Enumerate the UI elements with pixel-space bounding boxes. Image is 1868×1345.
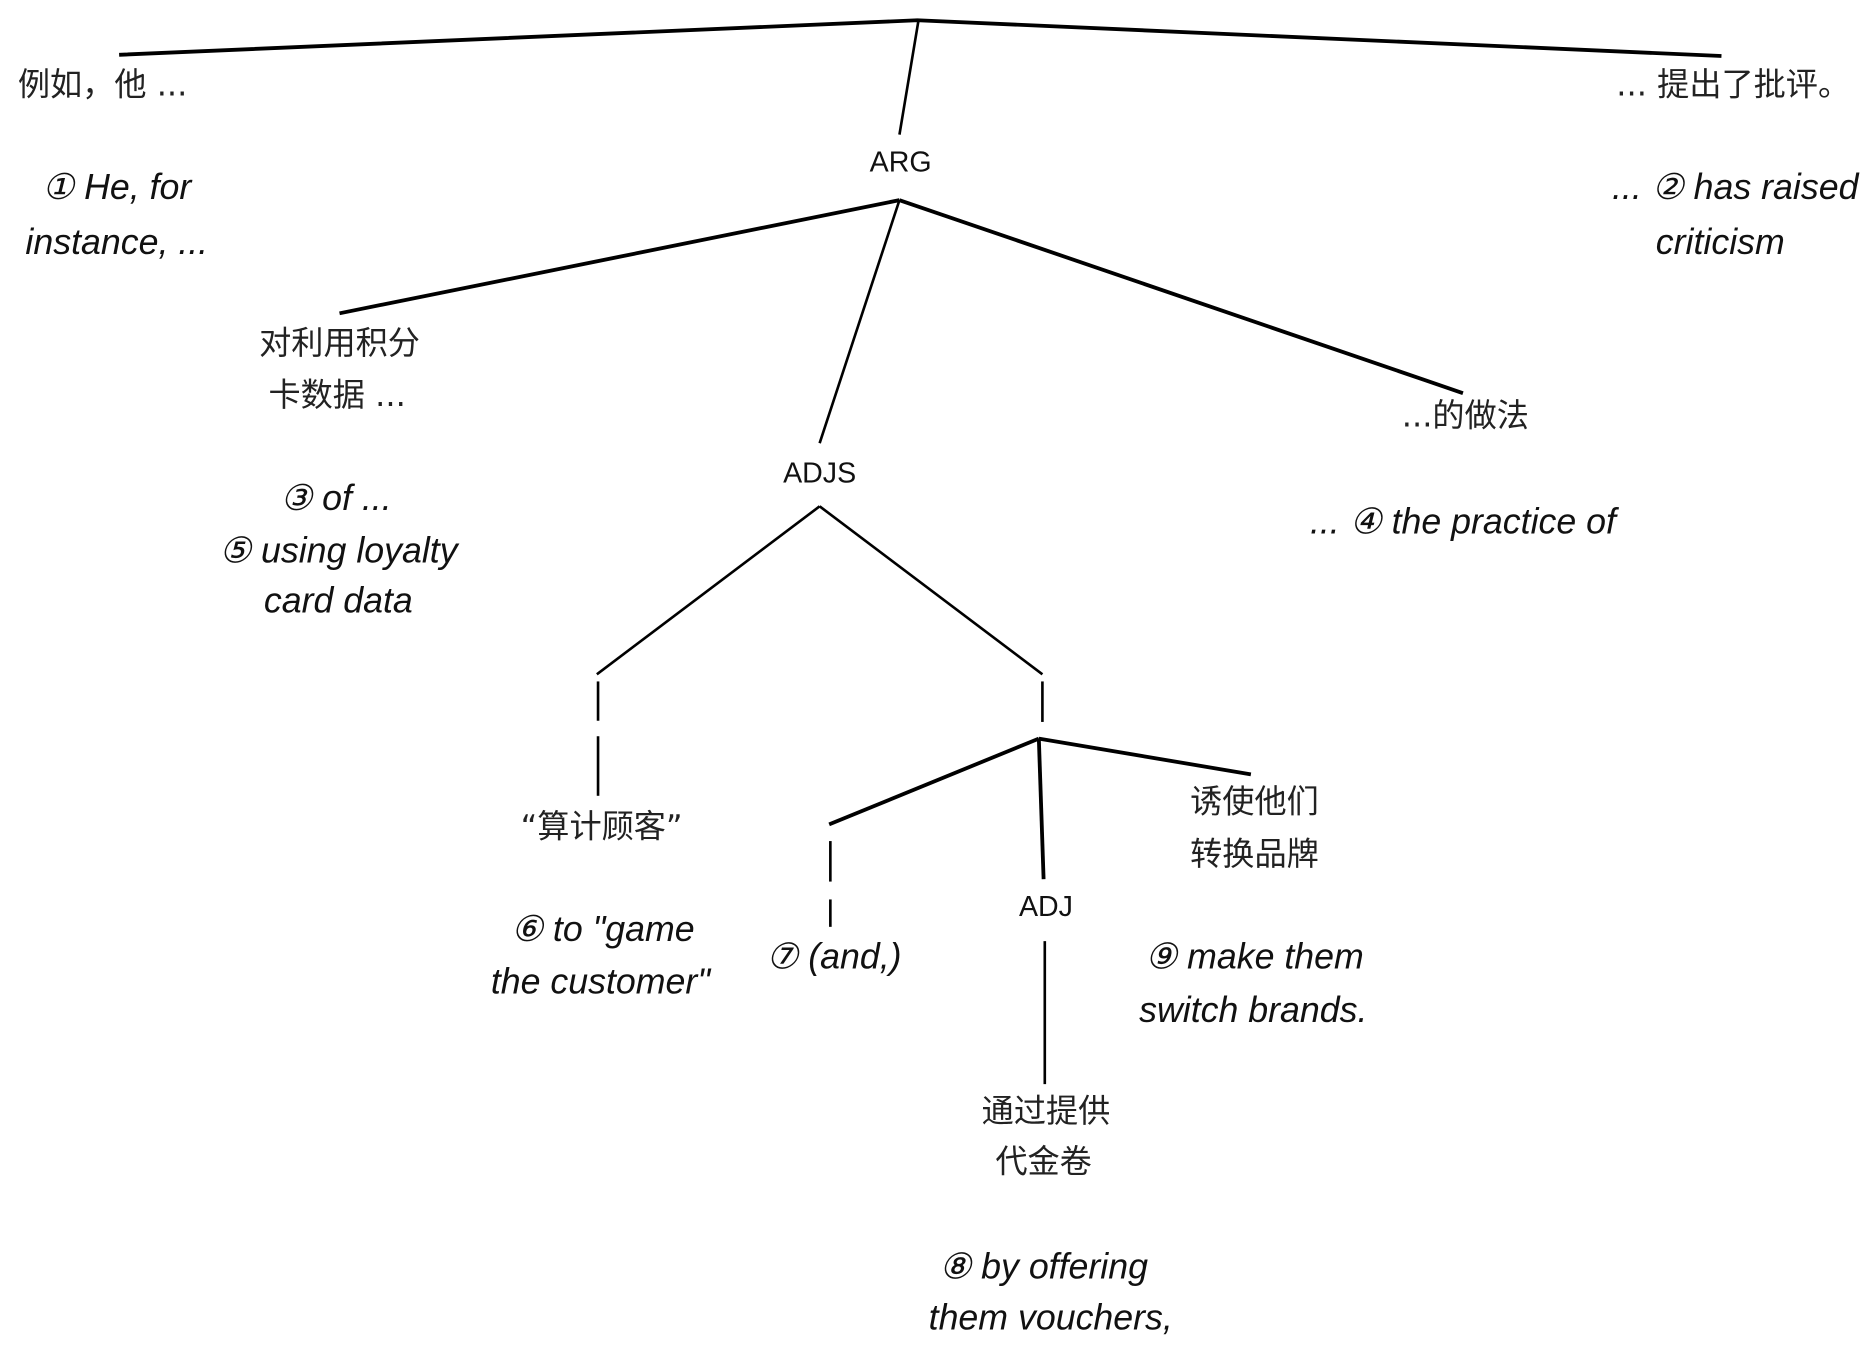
branch-to-adj-edge (1036, 738, 1046, 880)
segment-6: “算计顾客” ⑥ to "game the customer" (491, 807, 711, 1001)
branch-to-and-edge (828, 736, 1040, 827)
segment-4: ...的做法 ... ④ the practice of (1310, 396, 1620, 541)
segment-en: card data (264, 580, 413, 620)
segment-zh: 代金卷 (995, 1142, 1091, 1180)
segment-en: instance, ... (25, 222, 208, 262)
segment-zh: “算计顾客” (521, 807, 683, 845)
segment-en: ③ of ... (280, 478, 391, 518)
node-label-adj: ADJ (1019, 891, 1073, 923)
segment-en: ⑧ by offering (939, 1246, 1148, 1286)
node-label-adjs: ADJS (783, 457, 856, 489)
arg-to-right-edge (898, 198, 1464, 395)
segment-zh: 诱使他们 (1190, 782, 1319, 820)
segment-en: ⑤ using loyalty (219, 530, 460, 570)
root-to-arg-edge (898, 20, 920, 135)
segment-2: ... 提出了批评。 ... ② has raised criticism (1612, 65, 1860, 261)
arg-to-adjs-edge (818, 199, 901, 444)
segment-9: 诱使他们 转换品牌 ⑨ make them switch brands. (1139, 782, 1367, 1030)
adjs-right-edge (818, 505, 1044, 676)
segment-en: the customer" (491, 962, 711, 1002)
segment-en: them vouchers, (929, 1298, 1173, 1338)
segment-zh: 转换品牌 (1190, 835, 1319, 873)
segment-en: ⑥ to "game (511, 909, 695, 949)
segment-en: switch brands. (1139, 990, 1367, 1030)
segment-en: ... ② has raised (1612, 167, 1860, 207)
segment-en: ① He, for (42, 167, 193, 207)
segment-zh: ... 提出了批评。 (1616, 65, 1850, 103)
segment-zh: 通过提供 (982, 1092, 1111, 1130)
segment-en: ⑦ (and,) (766, 937, 901, 977)
branch-to-switch-edge (1038, 736, 1252, 777)
segment-en: criticism (1656, 222, 1785, 262)
segment-en: ... ④ the practice of (1310, 502, 1620, 542)
segment-zh: 对利用积分 (259, 324, 420, 362)
segment-en: ⑨ make them (1145, 937, 1364, 977)
tree-edges (119, 18, 1722, 1085)
segment-zh: 例如，他 ... (18, 65, 188, 103)
segment-7: ⑦ (and,) (766, 937, 901, 977)
segment-zh: ...的做法 (1402, 396, 1529, 434)
adjs-left-edge (596, 505, 821, 676)
arg-to-left-edge (339, 198, 900, 316)
segment-zh: 卡数据 ... (268, 376, 405, 414)
segment-8: 通过提供 代金卷 ⑧ by offering them vouchers, (929, 1092, 1173, 1337)
node-label-arg: ARG (870, 147, 932, 179)
segment-1: 例如，他 ... ① He, for instance, ... (18, 65, 208, 261)
root-edge (119, 18, 1722, 58)
segment-3-5: 对利用积分 卡数据 ... ③ of ... ⑤ using loyalty c… (219, 324, 460, 621)
